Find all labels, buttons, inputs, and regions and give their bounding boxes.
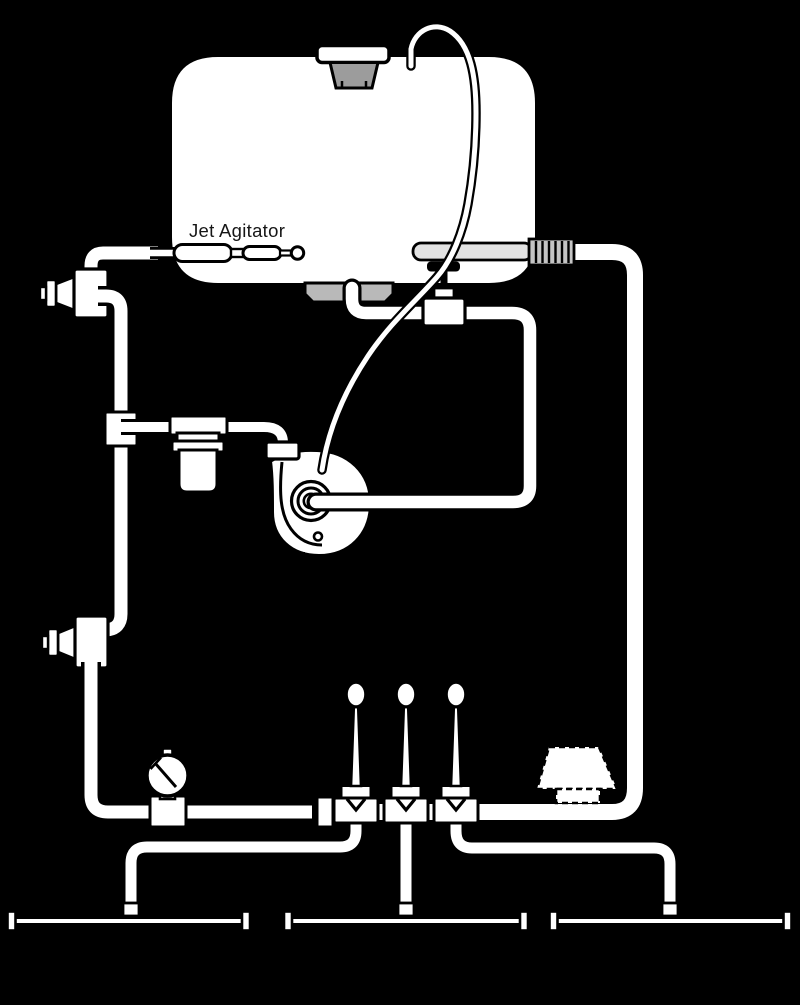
agitator-nozzle-ring (289, 245, 306, 261)
gauge-needle (153, 762, 178, 788)
boom-center (282, 910, 530, 932)
jet-agitator-label: Jet Agitator (189, 220, 285, 241)
valve-lever-knob (344, 680, 368, 709)
return-line-dashed (338, 240, 647, 824)
valve-body (421, 296, 467, 328)
valve-stem (440, 269, 448, 290)
pump-discharge-flange (264, 440, 301, 461)
valve-lever-stem (449, 705, 463, 788)
tank: Jet Agitator (168, 43, 539, 304)
gauge-tee (148, 794, 188, 829)
agitation-hose (317, 22, 481, 475)
nozzles (23, 925, 233, 932)
sump-suction-line (306, 278, 540, 512)
line-strainer (168, 414, 229, 494)
boom-foot-center (396, 901, 416, 918)
foam-marker (535, 745, 619, 805)
boom-foot-right (660, 901, 680, 918)
boom-right (548, 910, 793, 932)
strainer-bowl (177, 448, 219, 494)
valve-lever-stem (349, 705, 363, 788)
nozzles (566, 925, 770, 932)
pressure-gauge (145, 747, 190, 829)
boom-section-valve-1 (332, 680, 380, 825)
bottom-line (81, 662, 339, 829)
valve-lever-knob (394, 680, 418, 709)
boom-section-valve-2 (382, 680, 430, 825)
pump-volute-line (279, 461, 323, 547)
cone-coupler-upper (38, 267, 110, 320)
valve-lever-stem (399, 705, 413, 788)
cone-coupler-lower (40, 614, 110, 670)
filler-cap-lid (315, 43, 391, 65)
valve-lever-knob (444, 680, 468, 709)
nozzles (301, 925, 511, 932)
tank-return-pipe (411, 237, 576, 267)
left-line (96, 286, 139, 640)
boom-section-valve-3 (432, 680, 480, 825)
filler-cap-neck (328, 61, 380, 90)
filler-cap-notches (340, 81, 368, 89)
jet-agitator (172, 243, 306, 263)
union-coupling (315, 795, 335, 829)
pump-foot-left (289, 552, 305, 561)
pump-drain-plug (312, 531, 324, 542)
pump-foot-right (338, 552, 354, 561)
boom-foot-left (121, 901, 141, 918)
strainer-line (121, 414, 291, 494)
boom-left (6, 910, 252, 932)
boom-feed-lines (121, 819, 680, 918)
